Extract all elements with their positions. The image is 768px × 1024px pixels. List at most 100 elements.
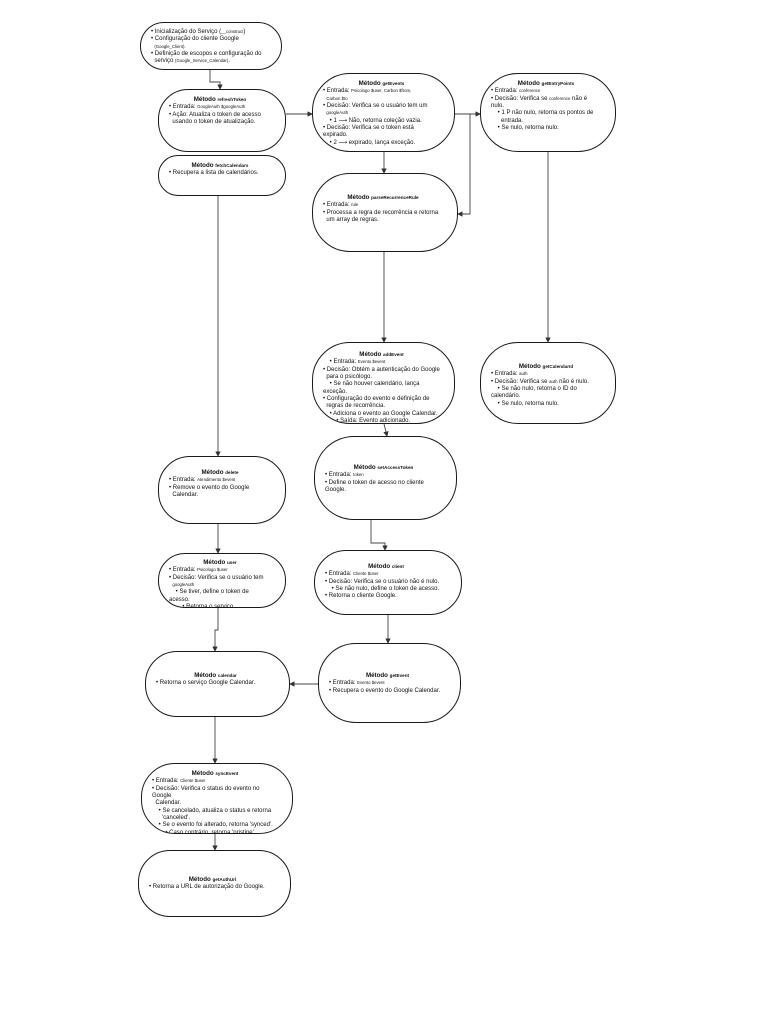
node-text-line: • Entrada: Cliente $user [152, 778, 278, 785]
node-text-line: • Se não houver calendário, lança exceçã… [323, 381, 440, 396]
node-text-line: • Recupera o evento do Google Calendar. [329, 688, 446, 695]
node-text-line: (Google_Client). [151, 44, 267, 51]
node-text-line: • Retorna o serviço Google Calendar. [156, 680, 275, 687]
node-text-segment: • Retorna o serviço. [169, 604, 235, 608]
node-text-line: usando o token de atualização. [169, 119, 271, 126]
node-text-segment: • Entrada: [169, 477, 198, 484]
node-text-segment: Psicologo $user [197, 567, 228, 573]
node-lines: • Recupera a lista de calendários. [169, 170, 271, 177]
node-text-segment: conference [519, 88, 541, 94]
node-setAccessToken: Método setAccessToken • Entrada: token• … [314, 436, 457, 520]
node-text-segment: • Decisão: Verifica se [491, 378, 550, 385]
node-lines: • Entrada: token• Define o token de aces… [325, 472, 442, 494]
method-name: getEvent [389, 673, 410, 678]
node-title: Método fetchCalendars [169, 162, 271, 169]
node-lines: • Inicialização do Serviço (__construct)… [151, 29, 267, 66]
node-text-segment: googleAuth [326, 110, 349, 116]
method-name: addEvent [383, 352, 404, 357]
node-text-segment: rule [351, 202, 359, 208]
node-text-segment: . [228, 58, 230, 65]
node-text-segment: • Se o evento foi alterado, retorna 'syn… [152, 822, 273, 829]
node-lines: • Entrada: auth• Decisão: Verifica se au… [491, 371, 601, 408]
node-text-line: • Entrada: Cliente $user [325, 571, 447, 578]
node-text-line: • Saída: Evento adicionado. [323, 417, 440, 424]
node-text-line: • Entrada: Evento $event [323, 359, 440, 366]
node-text-line: • Definição de escopos e configuração do [151, 51, 267, 58]
node-text-segment: • Processa a regra de recorrência e reto… [323, 209, 439, 216]
node-title: Método getCalendarId [491, 363, 601, 370]
edge-getEntryPoints-parseRecurrence [457, 114, 471, 217]
node-text-segment: Cliente $user [353, 571, 379, 577]
node-text-line: • Se nulo, retorna nulo. [491, 125, 601, 132]
node-text-line: • Caso contrário, retorna 'pristine'. [152, 830, 278, 833]
node-lines: • Entrada: Evento $event• Decisão: Obtém… [323, 359, 440, 424]
node-text-segment: • Configuração do evento e definição de [323, 396, 430, 402]
edge-construct-refreshToken [209, 70, 223, 90]
node-text-segment: Evento $event [357, 359, 386, 365]
node-refreshToken: Método refreshToken • Entrada: GoogleAut… [158, 89, 286, 152]
node-text-line: • Entrada: rule [323, 202, 443, 209]
node-text-line: • Entrada: Atendimento $event [169, 477, 271, 484]
node-text-segment: regras de recorrência. [323, 403, 386, 410]
node-text-segment: • Decisão: Verifica se [491, 95, 550, 102]
node-text-segment: Cliente $user [180, 778, 206, 784]
node-text-line: • Entrada: conference [491, 88, 601, 95]
node-text-line: googleAuth [169, 582, 271, 589]
node-text-line: • Remove o evento do Google [169, 485, 271, 492]
node-text-segment: • Decisão: Obtém a autenticação do Googl… [323, 366, 440, 373]
node-text-segment: para o psicólogo. [323, 374, 373, 381]
node-title-prefix: Método [358, 80, 383, 87]
node-syncEvent: Método syncEvent • Entrada: Cliente $use… [141, 763, 293, 834]
node-text-line: • Recupera a lista de calendários. [169, 170, 271, 177]
node-text-segment: ) [243, 29, 246, 35]
node-addEvent: Método addEvent • Entrada: Evento $event… [312, 342, 455, 424]
node-lines: • Entrada: rule• Processa a regra de rec… [323, 202, 443, 224]
node-text-segment: • Entrada: [491, 88, 520, 95]
node-text-segment: conference [549, 95, 571, 101]
node-text-segment: Calendar. [169, 492, 199, 499]
node-text-segment: • Decisão: Verifica se o usuário não é n… [325, 578, 440, 585]
node-text-line: • Decisão: Verifica se conference não é … [491, 96, 601, 111]
node-title-prefix: Método [517, 80, 542, 87]
node-text-segment: • Adiciona o evento ao Google Calendar. [323, 410, 438, 417]
method-name: user [227, 560, 237, 565]
node-text-segment: • Retorna a URL de autorização do Google… [149, 884, 265, 891]
node-lines: • Entrada: Evento $event• Recupera o eve… [329, 680, 446, 695]
node-lines: • Entrada: Cliente $user• Decisão: Verif… [325, 571, 447, 600]
node-text-segment: • Define o token de acesso no cliente Go… [325, 479, 426, 494]
node-construct: • Inicialização do Serviço (__construct)… [140, 22, 282, 70]
node-lines: • Entrada: Psicologo $user, Carbon $from… [323, 88, 440, 147]
method-name: calendar [217, 673, 237, 678]
node-text-segment: • Saída: Evento adicionado. [323, 417, 411, 424]
node-text-segment: • Retorna o serviço Google Calendar. [156, 680, 256, 687]
node-text-line: entrada. [491, 118, 601, 125]
method-name: syncEvent [215, 771, 239, 776]
method-name: fetchCalendars [215, 163, 249, 168]
node-text-line: um array de regras. [323, 217, 443, 224]
node-text-segment: • Entrada: [169, 104, 198, 111]
node-text-segment: • Entrada: [491, 371, 520, 378]
method-name: delete [225, 470, 239, 475]
method-name: parseRecurrenceRule [371, 195, 419, 200]
node-title: Método addEvent [323, 351, 440, 358]
node-text-segment: googleAuth [172, 582, 195, 588]
node-text-line: • Decisão: Verifica se o usuário tem um [323, 103, 440, 110]
node-text-segment: • Entrada: [329, 680, 358, 687]
node-text-segment: • Entrada: [323, 202, 352, 209]
node-text-segment: • Configuração do cliente Google [151, 36, 239, 43]
node-title-prefix: Método [365, 672, 390, 679]
node-text-line: • Entrada: token [325, 472, 442, 479]
node-lines: • Entrada: Cliente $user• Decisão: Verif… [152, 778, 278, 833]
node-text-line: • Se o evento foi alterado, retorna 'syn… [152, 822, 278, 829]
node-text-line: googleAuth [323, 110, 440, 117]
node-text-segment: __construct [221, 29, 244, 34]
node-text-segment: não é nulo. [557, 378, 589, 385]
node-text-line: • Se nulo, retorna nulo. [491, 401, 601, 408]
node-text-line: • Decisão: Verifica se auth não é nulo. [491, 379, 601, 386]
node-text-line: Calendar. [169, 492, 271, 499]
node-text-segment: • Se nulo, retorna nulo. [491, 125, 559, 131]
node-text-segment: • Decisão: Verifica se o token está expi… [323, 125, 416, 139]
node-text-line: • Entrada: Psicologo $user, Carbon $from… [323, 88, 440, 95]
node-text-line: • Se cancelado, atualiza o status e reto… [152, 808, 278, 815]
